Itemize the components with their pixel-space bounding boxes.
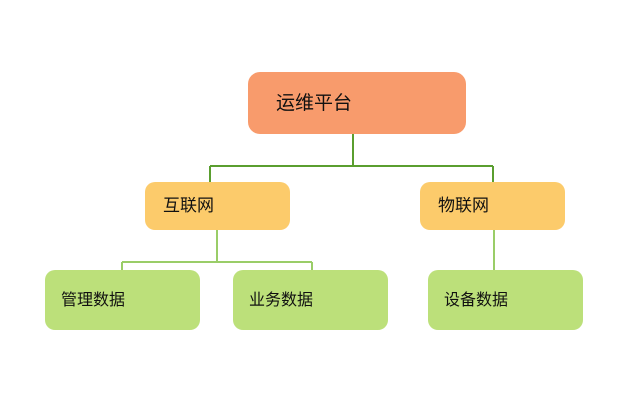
node-label: 管理数据	[61, 290, 126, 309]
node-label: 业务数据	[249, 290, 314, 309]
node-level3-management-data[interactable]: 管理数据	[45, 270, 200, 330]
node-label: 设备数据	[444, 290, 509, 309]
edge-group-root-to-level2	[209, 134, 494, 182]
node-level3-business-data[interactable]: 业务数据	[233, 270, 388, 330]
edge-group-internet-to-children	[121, 230, 313, 270]
node-label: 运维平台	[276, 91, 353, 114]
node-level2-iot[interactable]: 物联网	[420, 182, 565, 230]
node-level2-internet[interactable]: 互联网	[145, 182, 290, 230]
node-label: 物联网	[438, 195, 489, 216]
node-label: 互联网	[163, 195, 214, 216]
node-root-ops-platform[interactable]: 运维平台	[248, 72, 466, 134]
node-level3-device-data[interactable]: 设备数据	[428, 270, 583, 330]
